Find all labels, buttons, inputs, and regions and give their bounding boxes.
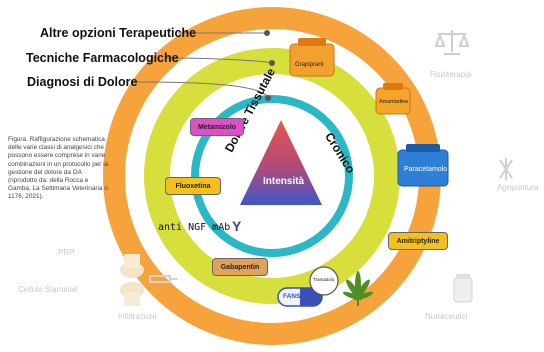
- intensita-text: Intensità: [263, 176, 305, 187]
- nutraceutici-label: Nutraceutici: [425, 312, 468, 321]
- fisioterapia-label: Fisioterapia: [430, 70, 472, 79]
- anti-ngf-label: anti NGF mAb: [158, 222, 231, 233]
- antibody-icon: Y: [232, 218, 242, 234]
- label-tecniche-farmacologiche: Tecniche Farmacologiche: [26, 51, 179, 65]
- fans-label: FANS: [283, 293, 301, 300]
- gabapentin-tag: Gabapentin: [212, 258, 268, 276]
- agopuntura-icon: [499, 158, 513, 180]
- nutraceutici-jar-icon: [453, 274, 473, 303]
- tramadolo-label: Tramadolo: [313, 277, 335, 282]
- infiltrazioni-label: Infiltrazioni: [118, 312, 157, 321]
- figure-caption: Figura. Raffigurazione schematica delle …: [8, 136, 110, 201]
- agopuntura-label: Agopuntura: [497, 183, 539, 192]
- amitriptyline-tag: Amitriptyline: [388, 232, 448, 250]
- fluoxetina-tag: Fluoxetina: [165, 177, 221, 195]
- infiltrazioni-joint-icon: [120, 254, 144, 306]
- amantadine-bottle-cap: [383, 83, 403, 90]
- paracetamolo-bottle-cap: [406, 144, 440, 152]
- cellule-staminali-label: Cellule Staminali: [18, 285, 78, 294]
- prp-label: PRP: [58, 248, 75, 257]
- amantadine-label: Amantadine: [379, 99, 409, 105]
- fisioterapia-icon: [434, 30, 470, 55]
- label-diagnosi-dolore: Diagnosi di Dolore: [27, 75, 138, 89]
- grapiprant-bottle: [289, 43, 335, 77]
- syringe-icon: [149, 275, 178, 283]
- grapiprant-bottle-cap: [298, 38, 326, 46]
- paracetamolo-label: Paracetamolo: [404, 166, 448, 173]
- grapiprant-label: Grapiprant: [295, 62, 324, 68]
- tramadolo-pill: [309, 266, 339, 296]
- metamizolo-tag: Metamizolo: [190, 118, 244, 136]
- label-altre-opzioni: Altre opzioni Terapeutiche: [40, 26, 197, 40]
- pointer-dot-tecniche: [269, 60, 275, 66]
- pointer-dot-diagnosi: [265, 95, 271, 101]
- cannabis-leaf-icon: [342, 271, 374, 306]
- intensity-pyramid: [240, 120, 322, 205]
- pointer-line-diagnosi: [131, 81, 269, 98]
- inner-ring: [191, 95, 353, 257]
- pointer-dot-altre: [264, 30, 270, 36]
